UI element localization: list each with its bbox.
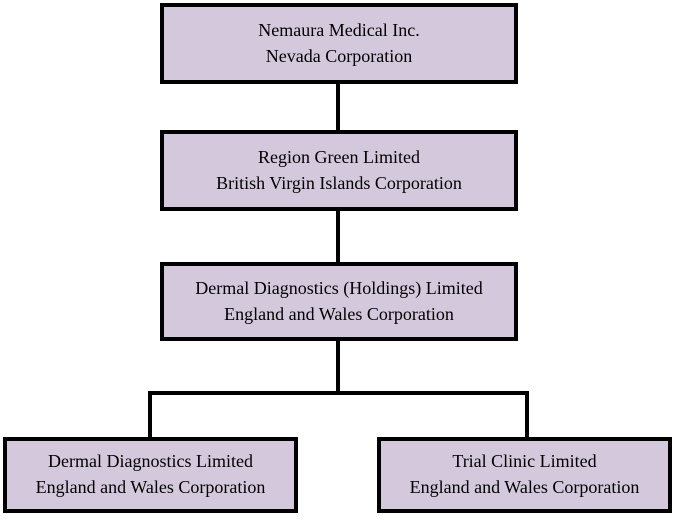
org-node-name: Nemaura Medical Inc. xyxy=(258,19,420,40)
connector-bar-to-dermal-diagnostics xyxy=(148,391,152,437)
org-node-name: Dermal Diagnostics (Holdings) Limited xyxy=(195,277,483,298)
org-node-name: Region Green Limited xyxy=(258,146,420,167)
connector-sibling-bar xyxy=(148,391,529,395)
connector-parent-to-region-green xyxy=(336,84,340,130)
org-node-jurisdiction: England and Wales Corporation xyxy=(409,477,640,497)
org-node-jurisdiction: Nevada Corporation xyxy=(265,45,413,66)
connector-dermal-holdings-stem xyxy=(336,341,340,395)
connector-region-green-to-dermal-holdings xyxy=(336,211,340,262)
connector-bar-to-trial-clinic xyxy=(525,391,529,437)
org-node-name: Trial Clinic Limited xyxy=(452,451,597,472)
org-node-jurisdiction: British Virgin Islands Corporation xyxy=(216,172,462,193)
org-node-trial-clinic: Trial Clinic Limited England and Wales C… xyxy=(377,437,672,513)
org-node-nemaura-medical: Nemaura Medical Inc. Nevada Corporation xyxy=(160,3,518,84)
org-node-name: Dermal Diagnostics Limited xyxy=(48,451,253,472)
org-node-jurisdiction: England and Wales Corporation xyxy=(224,303,454,324)
org-node-dermal-diagnostics: Dermal Diagnostics Limited England and W… xyxy=(3,437,298,513)
org-node-region-green: Region Green Limited British Virgin Isla… xyxy=(160,130,518,211)
org-node-dermal-diagnostics-holdings: Dermal Diagnostics (Holdings) Limited En… xyxy=(160,262,518,341)
org-node-jurisdiction: England and Wales Corporation xyxy=(35,477,266,497)
